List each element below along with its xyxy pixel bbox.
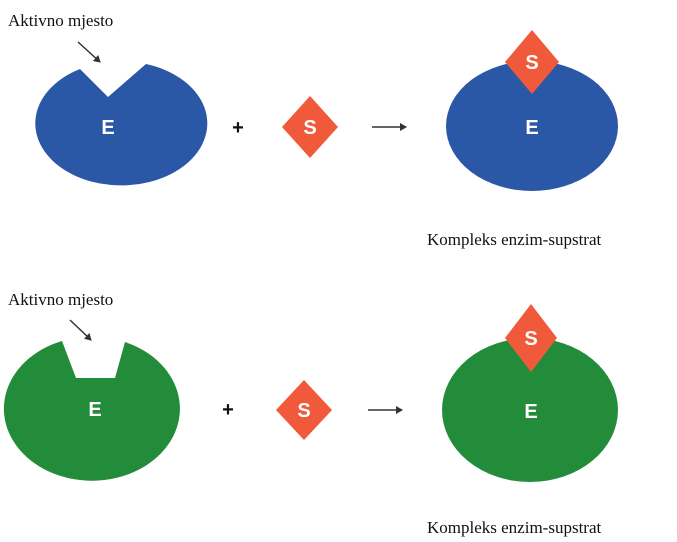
enzyme-letter: E xyxy=(88,399,101,421)
active-site-label: Aktivno mjesto xyxy=(8,11,113,30)
complex-enzyme-blue xyxy=(446,61,618,191)
complex-enzyme-letter: E xyxy=(525,117,538,139)
row-1: Aktivno mjesto E + S S E Kompleks enzim-… xyxy=(8,11,618,249)
complex-substrate-diamond xyxy=(505,30,559,94)
row-2: Aktivno mjesto E + S S E Kompleks enzim-… xyxy=(3,290,618,537)
plus-sign: + xyxy=(232,117,244,139)
complex-label: Kompleks enzim-supstrat xyxy=(427,230,601,249)
substrate-letter: S xyxy=(303,117,316,139)
enzyme-letter: E xyxy=(101,117,114,139)
complex-enzyme-green xyxy=(442,338,618,482)
substrate-diamond xyxy=(282,96,338,158)
active-site-label: Aktivno mjesto xyxy=(8,290,113,309)
substrate-diamond xyxy=(276,380,332,440)
complex-enzyme-letter: E xyxy=(524,401,537,423)
complex-label: Kompleks enzim-supstrat xyxy=(427,518,601,537)
enzyme-blue xyxy=(35,64,208,186)
enzyme-green xyxy=(3,341,180,481)
active-site-pointer-arrow xyxy=(77,41,101,63)
complex-substrate-diamond xyxy=(505,304,557,372)
substrate-letter: S xyxy=(297,400,310,422)
complex-substrate-letter: S xyxy=(524,328,537,350)
complex-substrate-letter: S xyxy=(525,52,538,74)
plus-sign: + xyxy=(222,399,234,421)
active-site-pointer-arrow xyxy=(69,319,92,341)
